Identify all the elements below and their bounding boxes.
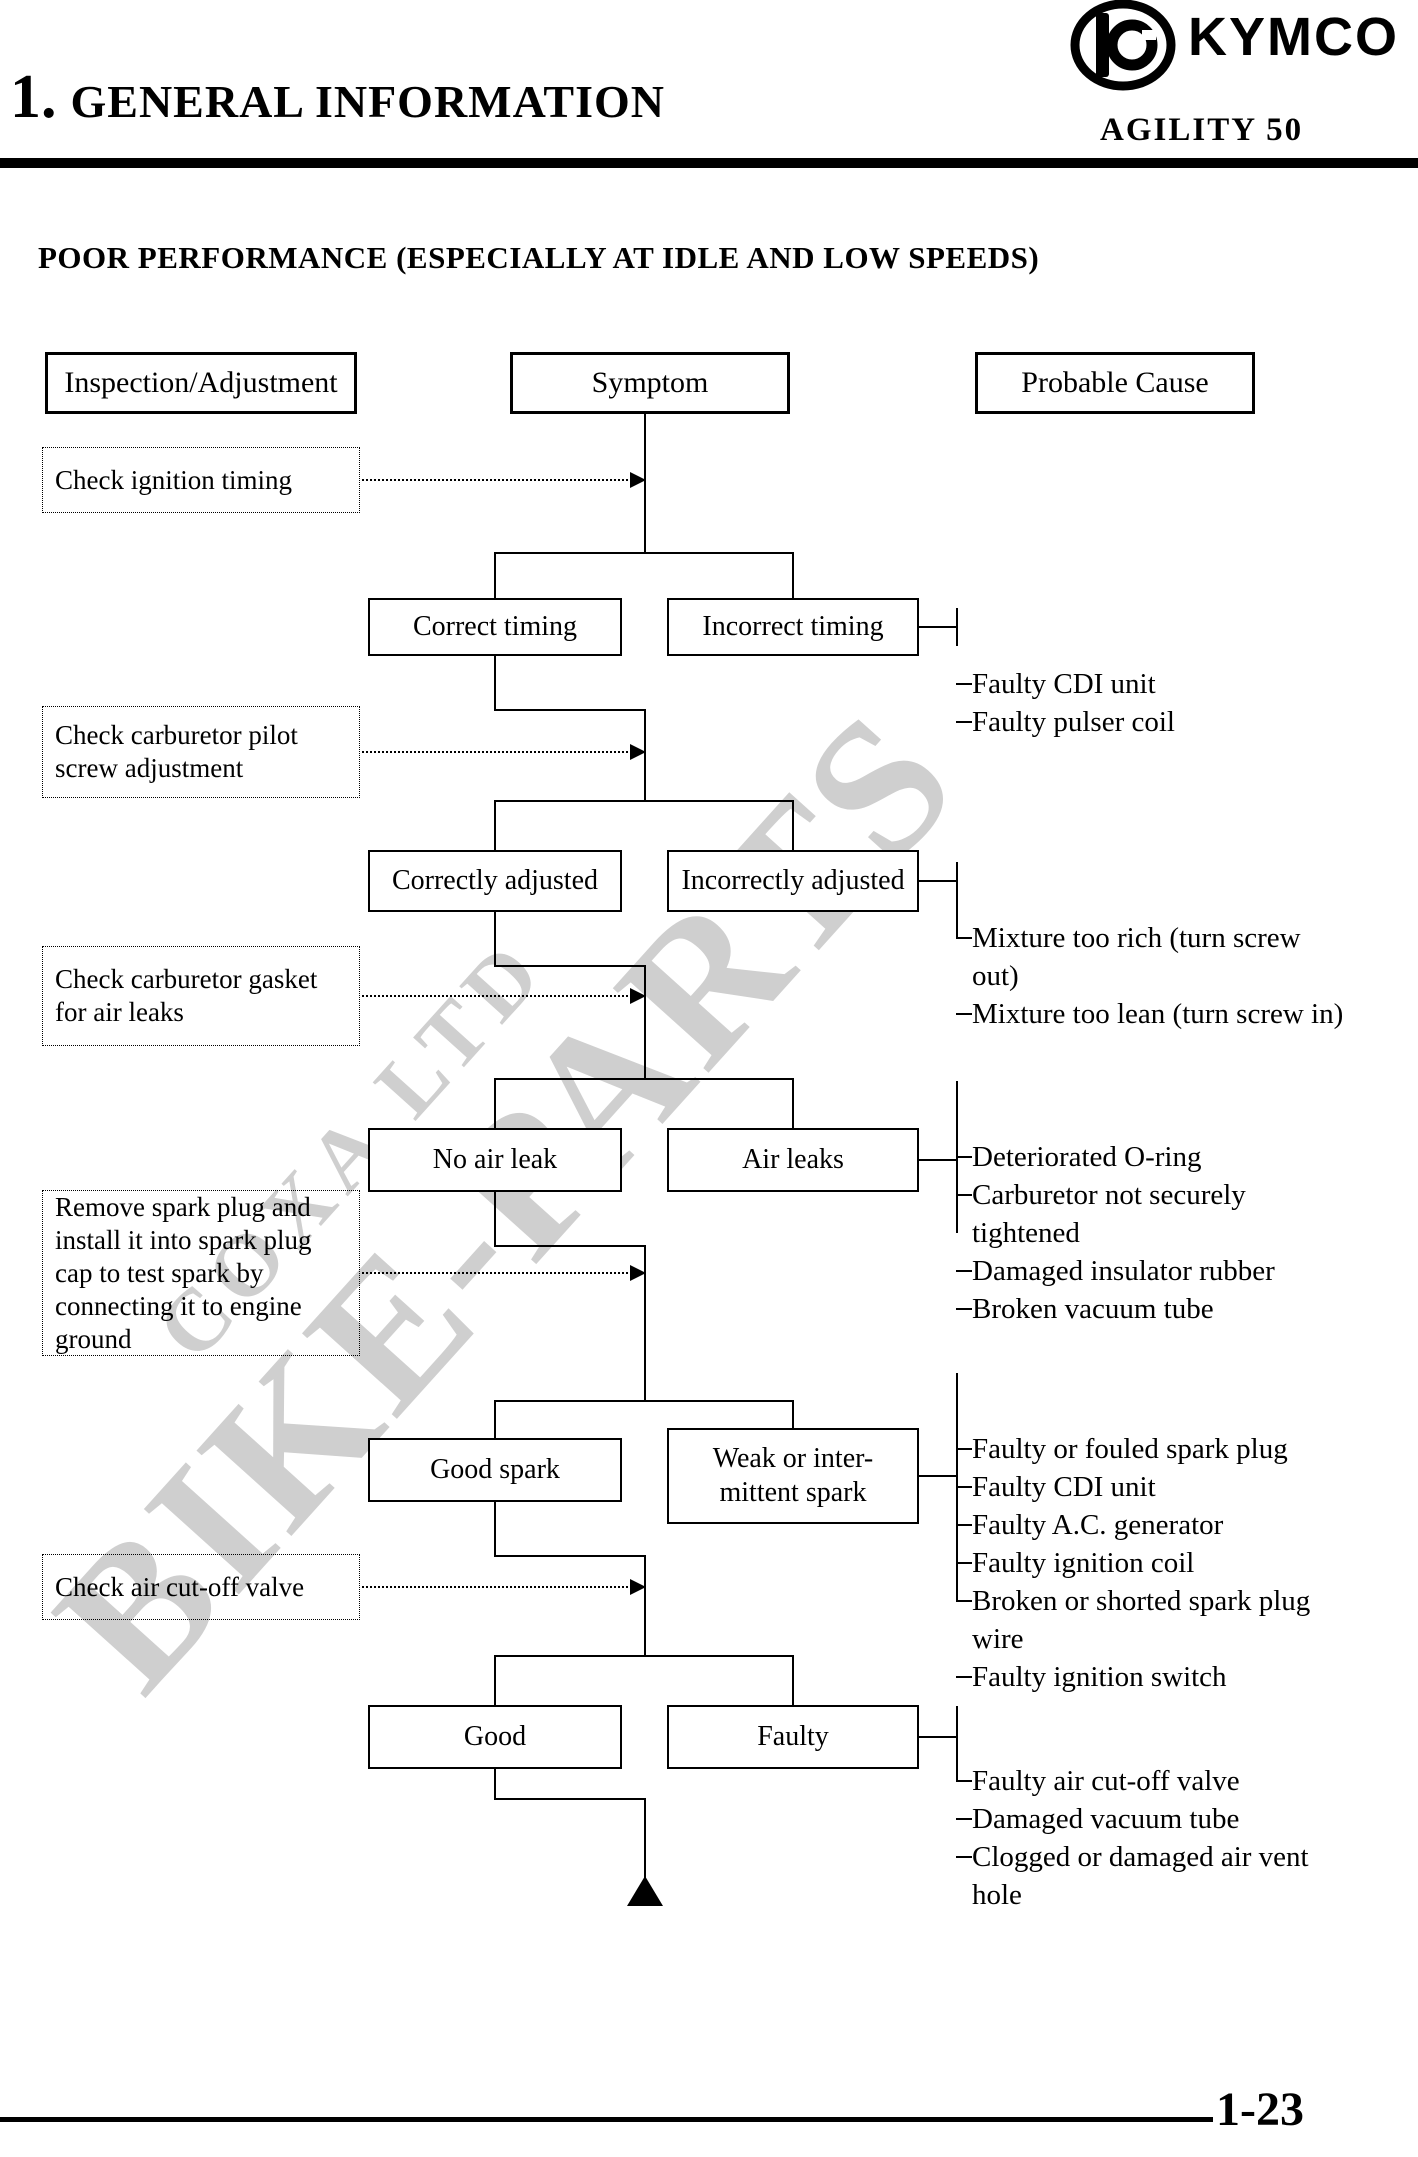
chapter-title: GENERAL INFORMATION <box>70 76 665 127</box>
cause-item: Damaged vacuum tube <box>956 1800 1418 1838</box>
footer-rule <box>0 2117 1213 2122</box>
flow-line <box>792 1655 794 1705</box>
dotted-arrow <box>362 479 632 481</box>
cause-bracket <box>956 1706 958 1782</box>
model-name: AGILITY 50 <box>1100 112 1304 148</box>
dotted-arrow <box>362 751 632 753</box>
column-header-inspection: Inspection/Adjustment <box>45 352 357 414</box>
flow-line <box>494 800 496 850</box>
flow-line <box>494 1655 794 1657</box>
cause-item: Damaged insulator rubber <box>956 1252 1418 1290</box>
dotted-arrow <box>362 1586 632 1588</box>
page-number: 1-23 <box>1216 2083 1304 2136</box>
cause-item: Faulty ignition coil <box>956 1544 1418 1582</box>
flow-line <box>494 800 794 802</box>
flow-line <box>494 912 496 966</box>
kymco-logo-icon <box>1070 0 1176 97</box>
flow-line <box>494 1502 496 1556</box>
flow-line <box>494 1555 646 1557</box>
cause-bracket <box>956 862 958 938</box>
cause-item: Broken vacuum tube <box>956 1290 1418 1328</box>
cause-item: Deteriorated O-ring <box>956 1138 1418 1176</box>
arrowhead-icon <box>630 1579 646 1595</box>
arrowhead-icon <box>630 472 646 488</box>
cause-item: Faulty air cut-off valve <box>956 1762 1418 1800</box>
cause-item: Faulty ignition switch <box>956 1658 1418 1696</box>
symptom-weak-spark: Weak or inter- mittent spark <box>667 1428 919 1524</box>
flow-line <box>644 1246 646 1400</box>
cause-item: Faulty A.C. generator <box>956 1506 1418 1544</box>
section-title: POOR PERFORMANCE (ESPECIALLY AT IDLE AND… <box>38 240 1040 275</box>
brand-name: KYMCO <box>1188 7 1399 67</box>
symptom-good-spark: Good spark <box>368 1438 622 1502</box>
symptom-incorrectly-adjusted: Incorrectly adjusted <box>667 850 919 912</box>
flow-line <box>494 552 496 598</box>
cause-stub-line <box>919 1736 956 1738</box>
symptom-correctly-adjusted: Correctly adjusted <box>368 850 622 912</box>
inspection-step-air-cutoff-valve: Check air cut-off valve <box>42 1554 360 1620</box>
cause-item: Mixture too lean (turn screw in) <box>956 995 1418 1033</box>
flow-line <box>494 1245 646 1247</box>
flow-line <box>792 1400 794 1428</box>
arrowhead-icon <box>630 988 646 1004</box>
symptom-faulty: Faulty <box>667 1705 919 1769</box>
flow-line <box>494 656 496 710</box>
flow-line <box>494 1400 496 1438</box>
flow-line <box>494 709 646 711</box>
inspection-step-carburetor-gasket: Check carburetor gasket for air leaks <box>42 946 360 1046</box>
flow-line <box>494 1192 496 1246</box>
arrowhead-icon <box>630 1265 646 1281</box>
inspection-step-ignition-timing: Check ignition timing <box>42 447 360 513</box>
flow-line <box>494 1400 794 1402</box>
cause-item: Mixture too rich (turn screw out) <box>956 919 1418 995</box>
symptom-air-leaks: Air leaks <box>667 1128 919 1192</box>
column-header-symptom: Symptom <box>510 352 790 414</box>
cause-item: Faulty CDI unit <box>956 665 1418 703</box>
dotted-arrow <box>362 995 632 997</box>
flow-line <box>792 1078 794 1128</box>
cause-bracket <box>956 608 958 646</box>
flow-line <box>494 1078 496 1128</box>
flow-line <box>494 965 646 967</box>
flow-line <box>494 1798 646 1800</box>
cause-item: Clogged or damaged air vent hole <box>956 1838 1418 1914</box>
flow-line <box>494 1078 794 1080</box>
flow-line <box>644 1799 646 1878</box>
header-rule <box>0 158 1418 168</box>
cause-item: Carburetor not securely tightened <box>956 1176 1418 1252</box>
cause-item: Faulty CDI unit <box>956 1468 1418 1506</box>
cause-stub-line <box>919 880 956 882</box>
flow-line <box>792 552 794 598</box>
inspection-step-pilot-screw: Check carburetor pilot screw adjustment <box>42 706 360 798</box>
flow-line <box>792 800 794 850</box>
chapter-heading: 1. GENERAL INFORMATION <box>10 62 665 133</box>
dotted-arrow <box>362 1272 632 1274</box>
symptom-incorrect-timing: Incorrect timing <box>667 598 919 656</box>
cause-stub-line <box>919 1159 956 1161</box>
flow-line <box>644 966 646 1078</box>
arrowhead-icon <box>630 744 646 760</box>
flow-line <box>644 1556 646 1655</box>
flow-line <box>494 1769 496 1799</box>
continuation-marker <box>627 1876 663 1906</box>
cause-stub-line <box>919 1475 956 1477</box>
column-header-probable-cause: Probable Cause <box>975 352 1255 414</box>
symptom-no-air-leak: No air leak <box>368 1128 622 1192</box>
symptom-correct-timing: Correct timing <box>368 598 622 656</box>
cause-item: Faulty or fouled spark plug <box>956 1430 1418 1468</box>
cause-stub-line <box>919 626 956 628</box>
flow-line <box>494 1655 496 1705</box>
flow-line <box>494 552 794 554</box>
inspection-step-spark-test: Remove spark plug and install it into sp… <box>42 1190 360 1356</box>
cause-item: Faulty pulser coil <box>956 703 1418 741</box>
chapter-number: 1. <box>10 63 57 131</box>
cause-list: Mixture too rich (turn screw out)Mixture… <box>956 843 1418 1033</box>
symptom-good: Good <box>368 1705 622 1769</box>
cause-item: Broken or shorted spark plug wire <box>956 1582 1418 1658</box>
